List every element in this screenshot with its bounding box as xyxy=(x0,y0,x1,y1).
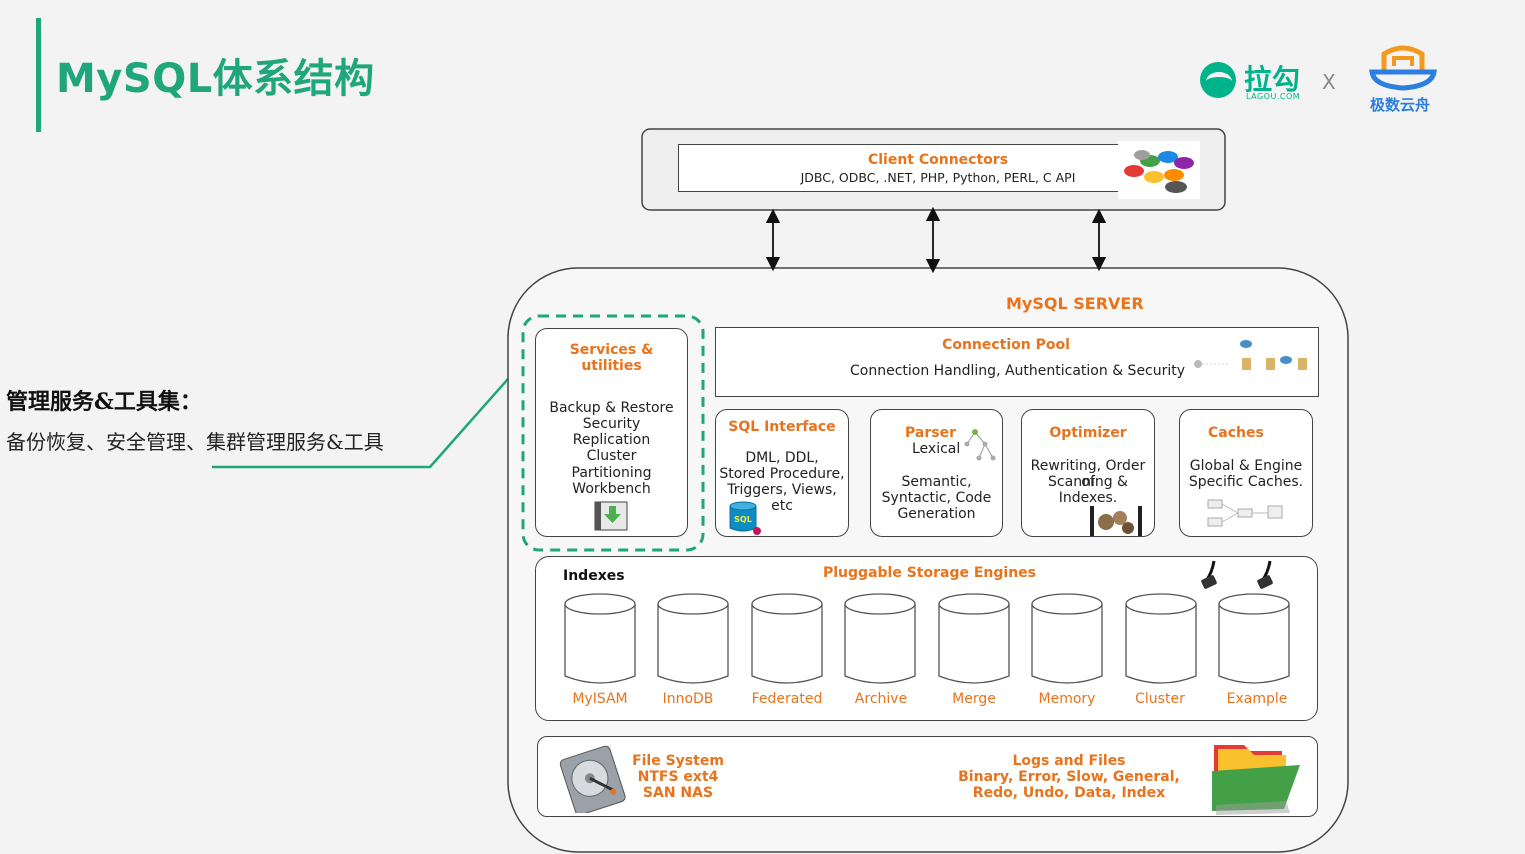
folder-icon xyxy=(1212,745,1300,815)
connection-pool-box: Connection Pool Connection Handling, Aut… xyxy=(715,327,1319,397)
engine-label-archive: Archive xyxy=(854,691,908,707)
filesystem-line2: SAN NAS xyxy=(642,785,714,801)
connectors-keys-icon xyxy=(1118,141,1200,199)
optimizer-line: Indexes. xyxy=(1058,490,1118,506)
engine-cylinder xyxy=(751,593,823,684)
optimizer-title: Optimizer xyxy=(1049,425,1127,441)
services-item: Security xyxy=(582,416,641,432)
logo-separator: X xyxy=(1322,70,1336,94)
logs-line1: Binary, Error, Slow, General, xyxy=(958,769,1180,785)
engine-label-cluster: Cluster xyxy=(1135,691,1185,707)
lagou-logo-icon xyxy=(1200,62,1236,98)
indexes-label: Indexes xyxy=(563,568,625,584)
sql-interface-line: etc xyxy=(771,498,793,514)
parser-line: Lexical xyxy=(912,441,961,457)
parser-line: Syntactic, Code xyxy=(881,490,992,506)
engine-label-myisam: MyISAM xyxy=(572,691,628,707)
services-highlight-dashed xyxy=(521,314,705,552)
title-accent-bar xyxy=(36,18,41,132)
client-connectors-apis: JDBC, ODBC, .NET, PHP, Python, PERL, C A… xyxy=(800,170,1076,185)
connection-threads-icon xyxy=(1194,340,1307,370)
engine-cylinders xyxy=(564,593,1290,684)
services-title-line2: utilities xyxy=(581,358,642,374)
services-item: Replication xyxy=(572,432,651,448)
mysql-server-title: MySQL SERVER xyxy=(1006,294,1144,313)
engine-label-memory: Memory xyxy=(1038,691,1096,707)
connection-pool-title: Connection Pool xyxy=(942,337,1070,353)
caches-box: Caches Global & Engine Specific Caches. xyxy=(1179,409,1313,537)
engine-cylinder xyxy=(1125,593,1197,684)
connection-pool-desc: Connection Handling, Authentication & Se… xyxy=(850,363,1186,379)
services-utilities-box: Services & utilities Backup & Restore Se… xyxy=(535,328,688,537)
caches-line: Specific Caches. xyxy=(1188,474,1304,490)
sql-interface-line: DML, DDL, xyxy=(745,450,819,466)
optimizer-box: Optimizer Rewriting, Order of Scanning &… xyxy=(1021,409,1155,537)
annotation-heading: 管理服务&工具集： xyxy=(6,389,202,415)
engine-cylinder xyxy=(564,593,636,684)
sql-database-icon: SQL xyxy=(729,501,761,535)
download-icon xyxy=(594,501,628,531)
engine-label-federated: Federated xyxy=(751,691,823,707)
sql-interface-title: SQL Interface xyxy=(728,419,836,435)
engine-label-merge: Merge xyxy=(952,691,996,707)
engine-cylinder xyxy=(1218,593,1290,684)
logs-title: Logs and Files xyxy=(1012,753,1126,769)
services-item: Backup & Restore xyxy=(549,400,674,416)
client-connectors-box: Client Connectors JDBC, ODBC, .NET, PHP,… xyxy=(678,144,1198,192)
services-item: Workbench xyxy=(572,481,651,497)
services-item: Partitioning xyxy=(571,465,652,481)
filesystem-logs-box: File System NTFS ext4 SAN NAS Logs and F… xyxy=(537,736,1318,817)
jishu-logo: 极数云舟 xyxy=(1366,44,1446,116)
engine-label-innodb: InnoDB xyxy=(662,691,714,707)
sql-interface-line: Triggers, Views, xyxy=(727,482,837,498)
parser-title: Parser xyxy=(905,425,956,441)
parser-line: Generation xyxy=(897,506,976,522)
services-title-line1: Services & xyxy=(569,342,654,358)
parser-line: Semantic, xyxy=(901,474,972,490)
caches-title: Caches xyxy=(1208,425,1264,441)
services-item: Cluster xyxy=(586,448,637,464)
hard-drive-icon xyxy=(559,745,626,813)
filesystem-title: File System xyxy=(632,753,724,769)
sql-interface-box: SQL Interface DML, DDL, Stored Procedure… xyxy=(715,409,849,537)
gears-icon xyxy=(1090,506,1142,536)
plug-icon xyxy=(1201,560,1273,589)
lagou-logo-text: 拉勾 xyxy=(1244,63,1301,96)
filesystem-line1: NTFS ext4 xyxy=(637,769,719,785)
lagou-logo: 拉勾 LAGOU.COM xyxy=(1198,58,1308,104)
sql-interface-line: Stored Procedure, xyxy=(719,466,845,482)
optimizer-line: Scanning & xyxy=(1048,474,1128,490)
engine-cylinder xyxy=(844,593,916,684)
annotation-description: 备份恢复、安全管理、集群管理服务&工具 xyxy=(6,430,384,454)
engine-cylinder xyxy=(938,593,1010,684)
lagou-logo-subtext: LAGOU.COM xyxy=(1246,92,1301,101)
annotation-pointer-line xyxy=(212,361,524,469)
boat-icon xyxy=(1369,45,1437,91)
engine-label-example: Example xyxy=(1226,691,1288,707)
caches-line: Global & Engine xyxy=(1189,458,1303,474)
parse-tree-icon xyxy=(964,429,996,461)
page-title: MySQL体系结构 xyxy=(56,56,375,102)
cache-flow-icon xyxy=(1207,499,1283,527)
optimizer-line: Rewriting, Order of xyxy=(1030,458,1146,490)
engine-cylinder xyxy=(657,593,729,684)
logs-line2: Redo, Undo, Data, Index xyxy=(972,785,1166,801)
jishu-logo-text: 极数云舟 xyxy=(1370,96,1431,114)
engine-cylinder xyxy=(1031,593,1103,684)
storage-engines-title: Pluggable Storage Engines xyxy=(823,565,1036,581)
svg-text:SQL: SQL xyxy=(734,515,752,524)
parser-box: Parser Lexical Semantic, Syntactic, Code… xyxy=(870,409,1003,537)
client-connectors-title: Client Connectors xyxy=(867,152,1009,168)
